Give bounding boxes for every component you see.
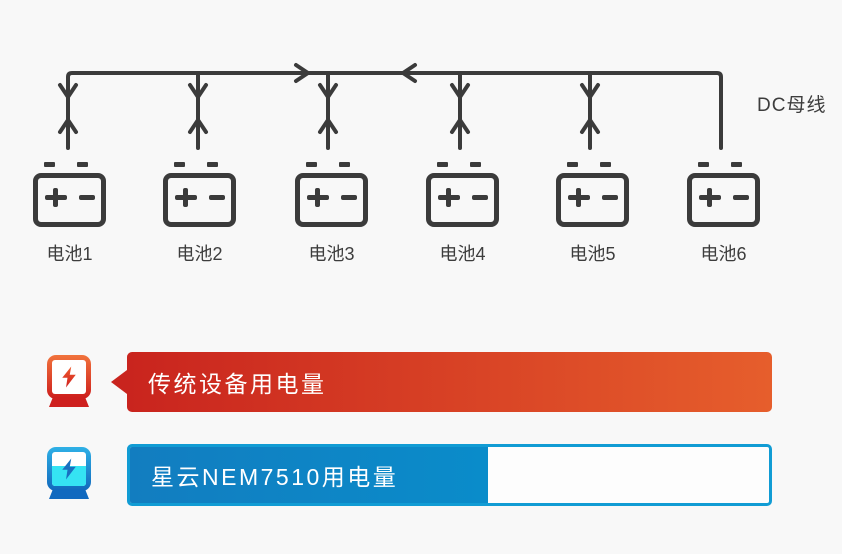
power-meter-red-icon (47, 355, 91, 407)
plus-icon (175, 188, 197, 207)
lightning-bolt-icon (62, 458, 76, 480)
battery-4: 电池4 (426, 162, 499, 264)
battery-terminal-icon (44, 162, 55, 167)
bar-nem7510-power: 星云NEM7510用电量 (127, 444, 772, 506)
battery-icon (295, 173, 368, 227)
battery-label: 电池4 (439, 244, 486, 264)
battery-terminal-icon (731, 162, 742, 167)
battery-terminal-icon (339, 162, 350, 167)
battery-terminal-icon (470, 162, 481, 167)
bus-arrow-left-icon (401, 63, 417, 83)
battery-icon (33, 173, 106, 227)
battery-label: 电池6 (700, 244, 747, 264)
battery-terminal-icon (306, 162, 317, 167)
dc-bus-label: DC母线 (757, 95, 827, 116)
battery-3: 电池3 (295, 162, 368, 264)
battery-icon (687, 173, 760, 227)
plus-icon (699, 188, 721, 207)
arrow-down-icon (318, 83, 338, 99)
battery-5: 电池5 (556, 162, 629, 264)
battery-2: 电池2 (163, 162, 236, 264)
arrow-down-icon (580, 83, 600, 99)
minus-icon (209, 195, 225, 200)
plus-icon (438, 188, 460, 207)
battery-label: 电池2 (176, 244, 223, 264)
bar-pointer-left-icon (127, 463, 130, 487)
meter-screen (52, 452, 86, 486)
minus-icon (472, 195, 488, 200)
plus-icon (568, 188, 590, 207)
battery-terminal-icon (77, 162, 88, 167)
battery-6: 电池6 (687, 162, 760, 264)
minus-icon (602, 195, 618, 200)
bar-nem7510-fill (130, 447, 488, 503)
battery-terminal-icon (600, 162, 611, 167)
power-meter-blue-icon (47, 447, 91, 499)
battery-terminal-icon (698, 162, 709, 167)
battery-1: 电池1 (33, 162, 106, 264)
battery-terminal-icon (174, 162, 185, 167)
battery-icon (426, 173, 499, 227)
bar-pointer-left-icon (111, 370, 127, 394)
battery-label: 电池5 (569, 244, 616, 264)
meter-screen (52, 360, 86, 394)
plus-icon (45, 188, 67, 207)
arrow-up-icon (58, 118, 78, 134)
arrow-up-icon (450, 118, 470, 134)
arrow-up-icon (580, 118, 600, 134)
meter-stand (49, 397, 89, 407)
arrow-down-icon (58, 83, 78, 99)
minus-icon (341, 195, 357, 200)
battery-terminal-icon (437, 162, 448, 167)
liquid-level (52, 466, 86, 486)
meter-stand (49, 489, 89, 499)
battery-terminal-icon (207, 162, 218, 167)
minus-icon (733, 195, 749, 200)
dc-bus-diagram (58, 63, 723, 150)
minus-icon (79, 195, 95, 200)
bar-traditional-label: 传统设备用电量 (148, 371, 327, 397)
dc-bus-line (66, 71, 723, 150)
plus-icon (307, 188, 329, 207)
arrow-up-icon (188, 118, 208, 134)
arrow-down-icon (450, 83, 470, 99)
arrow-down-icon (188, 83, 208, 99)
battery-label: 电池3 (308, 244, 355, 264)
battery-icon (163, 173, 236, 227)
bus-arrow-right-icon (294, 63, 310, 83)
battery-icon (556, 173, 629, 227)
bar-nem7510-label: 星云NEM7510用电量 (151, 464, 399, 490)
battery-label: 电池1 (46, 244, 93, 264)
battery-terminal-icon (567, 162, 578, 167)
arrow-up-icon (318, 118, 338, 134)
lightning-bolt-icon (62, 366, 76, 388)
bar-traditional-power: 传统设备用电量 (111, 352, 772, 412)
